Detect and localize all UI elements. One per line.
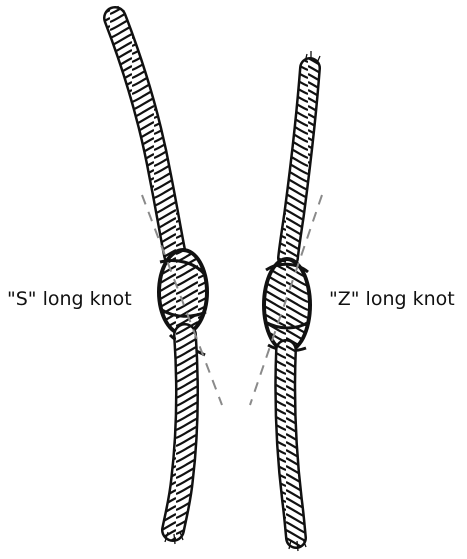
z-rope xyxy=(250,51,322,551)
s-rope xyxy=(108,6,222,544)
z-knot-label: "Z" long knot xyxy=(329,288,455,310)
z-knot-body xyxy=(262,257,312,353)
s-knot-label: "S" long knot xyxy=(7,288,132,310)
